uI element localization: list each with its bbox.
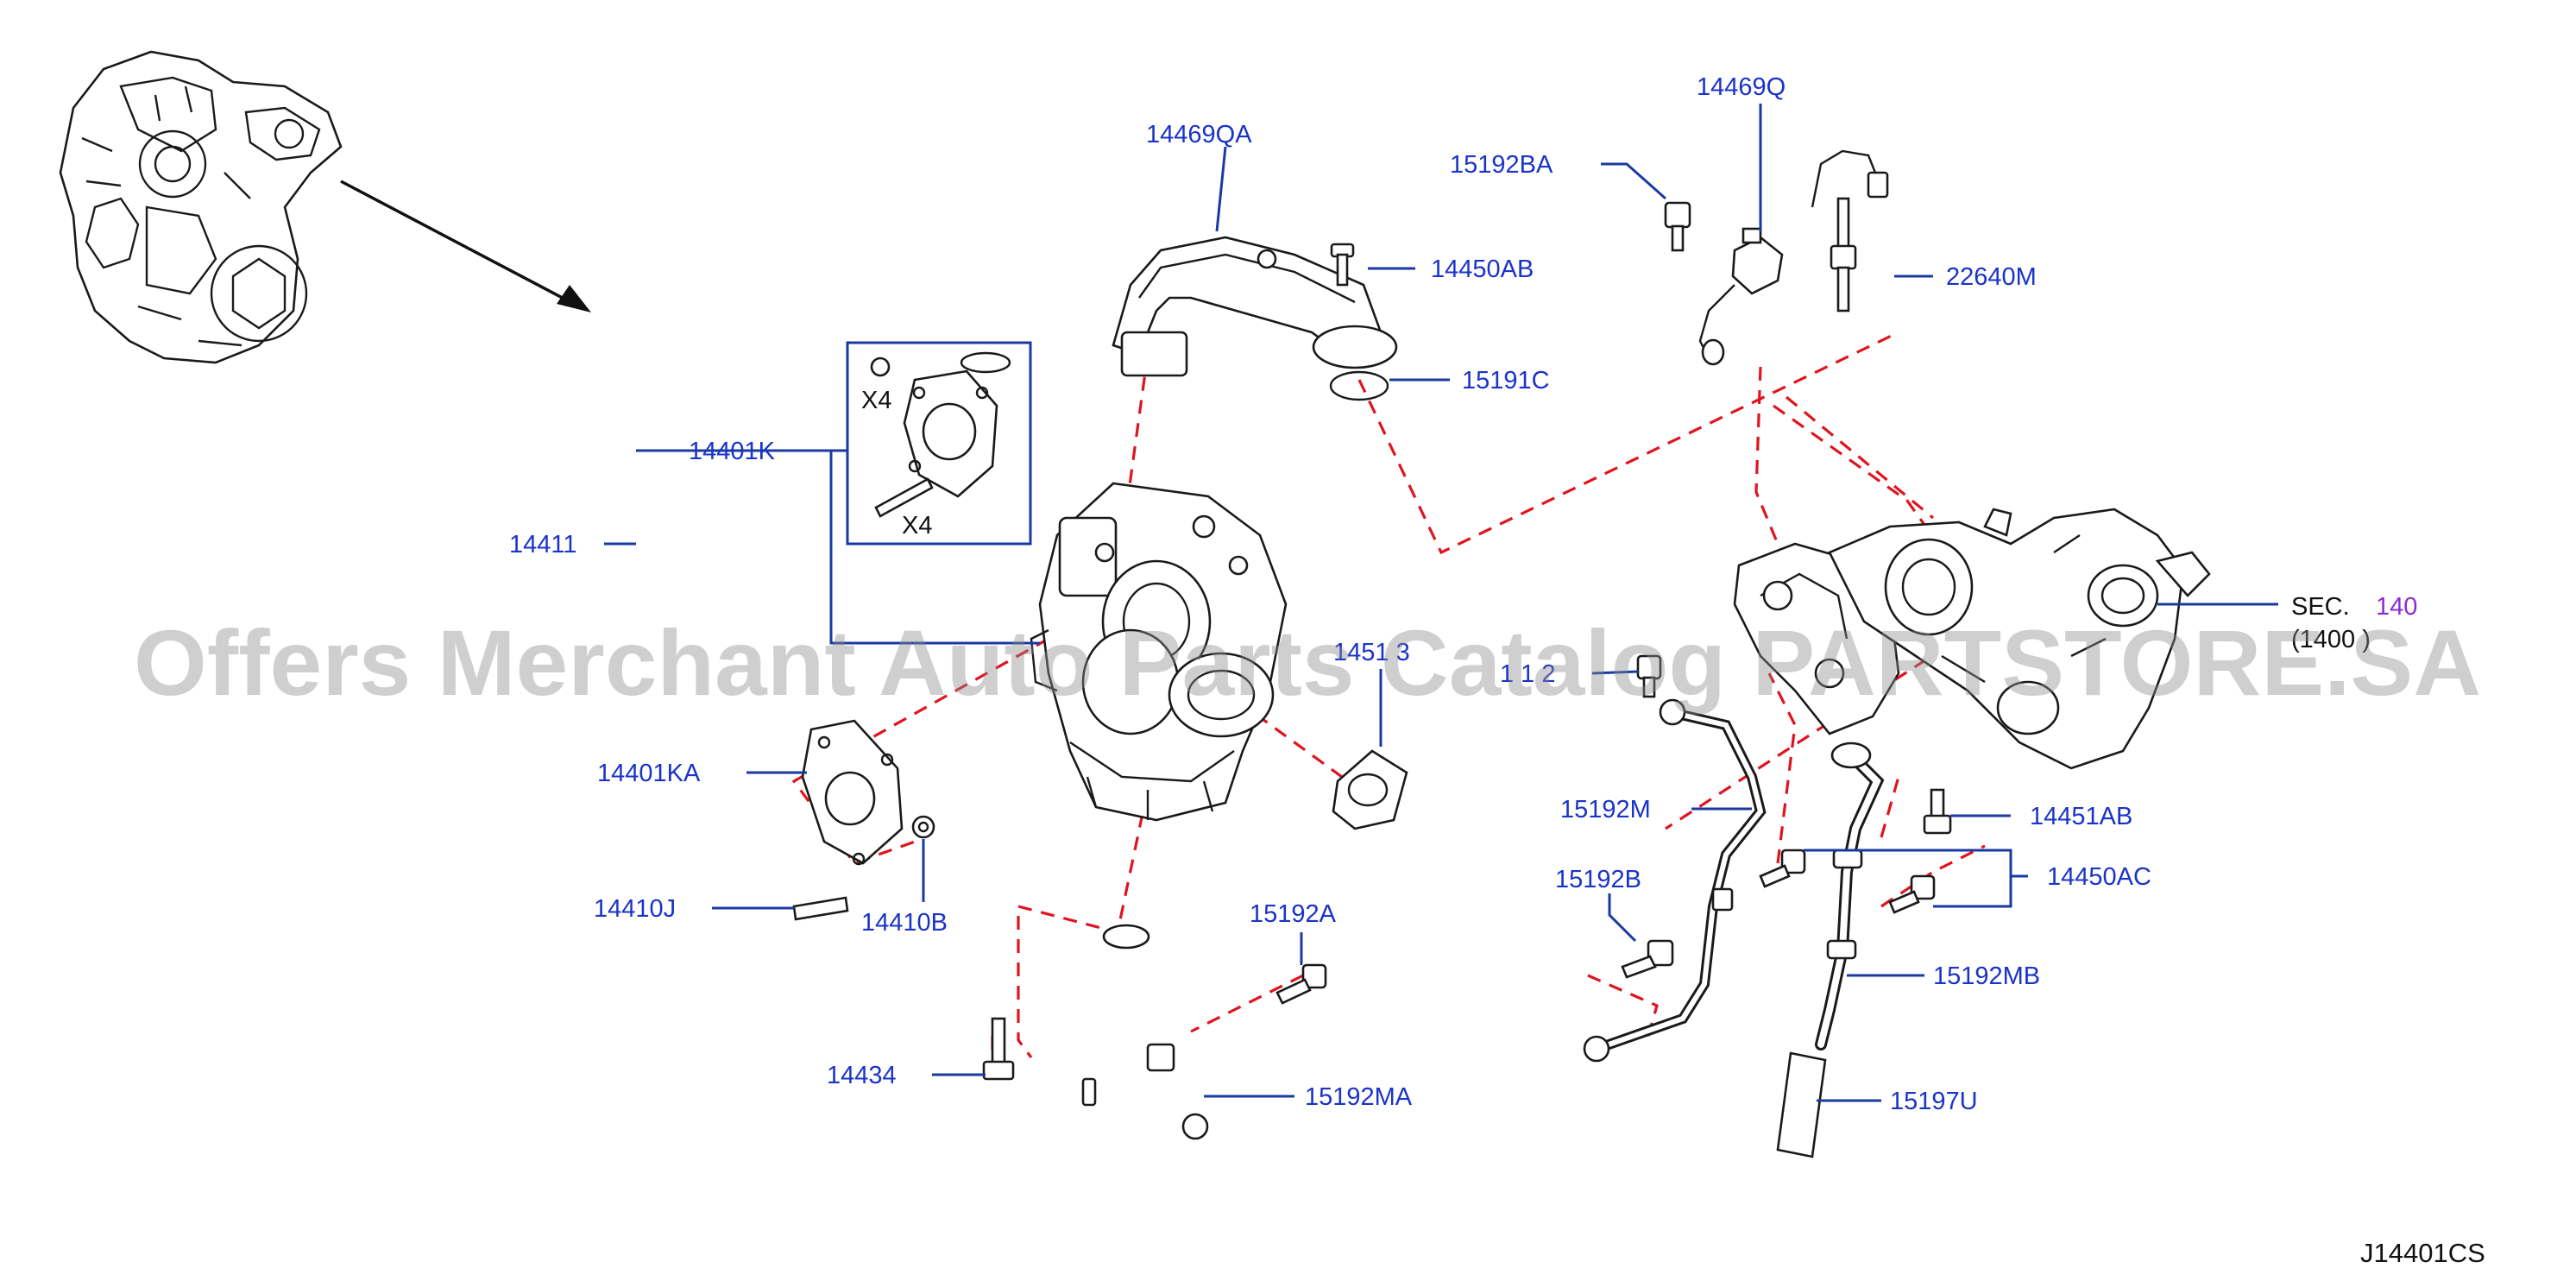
engine-overview-illustration <box>59 50 343 364</box>
oil-pipe-15192ma <box>1023 924 1209 1143</box>
sensor-22640m <box>1811 149 1889 312</box>
callout-14434[interactable]: 14434 <box>827 1062 897 1089</box>
bolt-14450ac-b <box>1888 874 1936 914</box>
bolt-14434 <box>982 1017 1015 1081</box>
callout-15192b[interactable]: 15192B <box>1555 866 1641 893</box>
callout-15192ba[interactable]: 15192BA <box>1450 151 1553 179</box>
kit-quantity-gasket: X4 <box>861 387 891 414</box>
callout-14401ka[interactable]: 14401KA <box>597 760 701 787</box>
hose-15197u <box>1776 1051 1827 1158</box>
bolt-14451ab <box>1923 788 1952 835</box>
view-direction-arrow <box>340 180 575 306</box>
exhaust-manifold-assembly <box>1733 508 2211 770</box>
watermark-text: Offers Merchant Auto Parts Catalog PARTS… <box>134 610 2481 715</box>
bolt-15192a <box>1275 963 1327 1005</box>
bolt-15192ba <box>1664 201 1691 252</box>
turbocharger-14411 <box>1030 482 1288 822</box>
callout-leader-lines <box>604 104 2278 1102</box>
bolt-15192b <box>1621 939 1674 979</box>
callout-22640m[interactable]: 22640M <box>1946 263 2037 291</box>
gasket-1451x <box>1332 749 1408 830</box>
callout-14450ac[interactable]: 14450AC <box>2047 863 2151 891</box>
callout-14410j[interactable]: 14410J <box>594 895 676 923</box>
gasket-14401ka <box>801 719 904 866</box>
callout-1512x[interactable]: 1 1 2 <box>1500 660 1556 688</box>
bolt-14450ac-a <box>1759 849 1806 888</box>
gasket-kit-box <box>846 341 1032 546</box>
callout-14469q[interactable]: 14469Q <box>1697 73 1786 101</box>
coolant-pipe-14469qa <box>1112 236 1398 377</box>
bolt-14450ab <box>1330 243 1355 287</box>
callout-15192mb[interactable]: 15192MB <box>1933 962 2040 990</box>
view-direction-arrowhead <box>557 285 591 312</box>
bolt-1512x <box>1636 654 1662 698</box>
gasket-kit-contents <box>870 351 1011 518</box>
oring-15191c <box>1329 370 1389 401</box>
actuator-14469q <box>1698 227 1784 366</box>
callout-15192m[interactable]: 15192M <box>1560 796 1651 824</box>
callout-15192a[interactable]: 15192A <box>1250 900 1337 928</box>
callout-14410b[interactable]: 14410B <box>861 909 948 937</box>
oil-pipe-15192m <box>1583 698 1767 1063</box>
section-ref-label: SEC. <box>2291 593 2350 621</box>
oil-pipe-15192mb <box>1815 741 1885 1051</box>
callout-14451ab[interactable]: 14451AB <box>2030 803 2132 830</box>
callout-15192ma[interactable]: 15192MA <box>1305 1083 1413 1111</box>
callout-14411[interactable]: 14411 <box>509 531 577 558</box>
callout-15197u[interactable]: 15197U <box>1890 1088 1978 1115</box>
callout-14450ab[interactable]: 14450AB <box>1431 256 1534 283</box>
callout-14401k[interactable]: 14401K <box>689 438 776 465</box>
callout-15191c[interactable]: 15191C <box>1462 367 1550 394</box>
section-ref-link[interactable]: 140 <box>2376 593 2417 621</box>
callout-1451x[interactable]: 1451 3 <box>1333 639 1410 666</box>
callout-14469qa[interactable]: 14469QA <box>1146 121 1252 148</box>
nut-14410b <box>911 815 935 839</box>
kit-quantity-studs: X4 <box>902 512 932 540</box>
diagram-code: J14401CS <box>2360 1238 2485 1268</box>
section-ref-sub: (1400 ) <box>2291 626 2371 653</box>
stud-14410j <box>792 896 849 921</box>
